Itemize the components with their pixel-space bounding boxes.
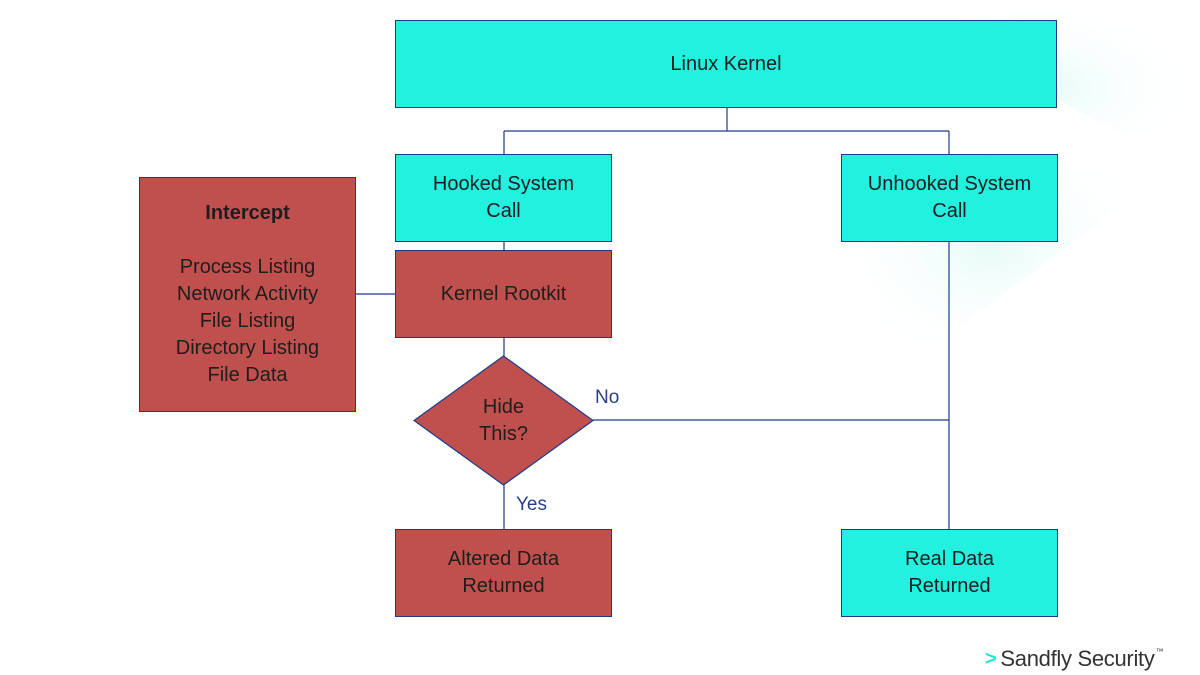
altered-data-label-line-1: Altered Data	[447, 548, 560, 570]
decision-label-line-1: Hide	[482, 395, 525, 418]
hooked-system-call-label-line-2: Call	[486, 200, 521, 222]
trademark-symbol: ™	[1155, 646, 1164, 656]
intercept-item: Network Activity	[176, 283, 319, 305]
real-data-returned-node: Real Data Returned	[841, 529, 1058, 617]
intercept-item: Process Listing	[179, 256, 316, 278]
intercept-item: File Listing	[199, 310, 296, 332]
yes-edge-label: Yes	[516, 494, 547, 515]
sandfly-security-logo: > Sandfly Security ™	[985, 646, 1164, 672]
no-edge-label: No	[595, 387, 620, 408]
kernel-rootkit-label: Kernel Rootkit	[440, 282, 567, 305]
unhooked-system-call-label-line-1: Unhooked System	[867, 173, 1032, 195]
hooked-system-call-label-line-1: Hooked System	[432, 173, 575, 195]
hooked-system-call-node: Hooked System Call	[395, 154, 612, 242]
intercept-item: Directory Listing	[175, 337, 320, 359]
real-data-label-line-2: Returned	[908, 575, 991, 597]
real-data-label-line-1: Real Data	[905, 548, 994, 570]
brand-name: Sandfly Security	[1000, 646, 1155, 671]
altered-data-returned-node: Altered Data Returned	[395, 529, 612, 617]
altered-data-label-line-2: Returned	[462, 575, 545, 597]
unhooked-system-call-label-line-2: Call	[932, 200, 967, 222]
decision-label-line-2: This?	[479, 422, 528, 445]
decision-label: Hide This?	[413, 355, 594, 486]
hide-this-decision-diamond	[413, 355, 594, 486]
linux-kernel-label: Linux Kernel	[670, 52, 782, 75]
chevron-right-icon: >	[985, 647, 997, 670]
kernel-rootkit-node: Kernel Rootkit	[395, 250, 612, 338]
linux-kernel-node: Linux Kernel	[395, 20, 1057, 108]
unhooked-system-call-node: Unhooked System Call	[841, 154, 1058, 242]
intercept-title: Intercept	[205, 202, 290, 224]
intercept-node: Intercept Process Listing Network Activi…	[139, 177, 356, 412]
intercept-item: File Data	[207, 364, 288, 386]
